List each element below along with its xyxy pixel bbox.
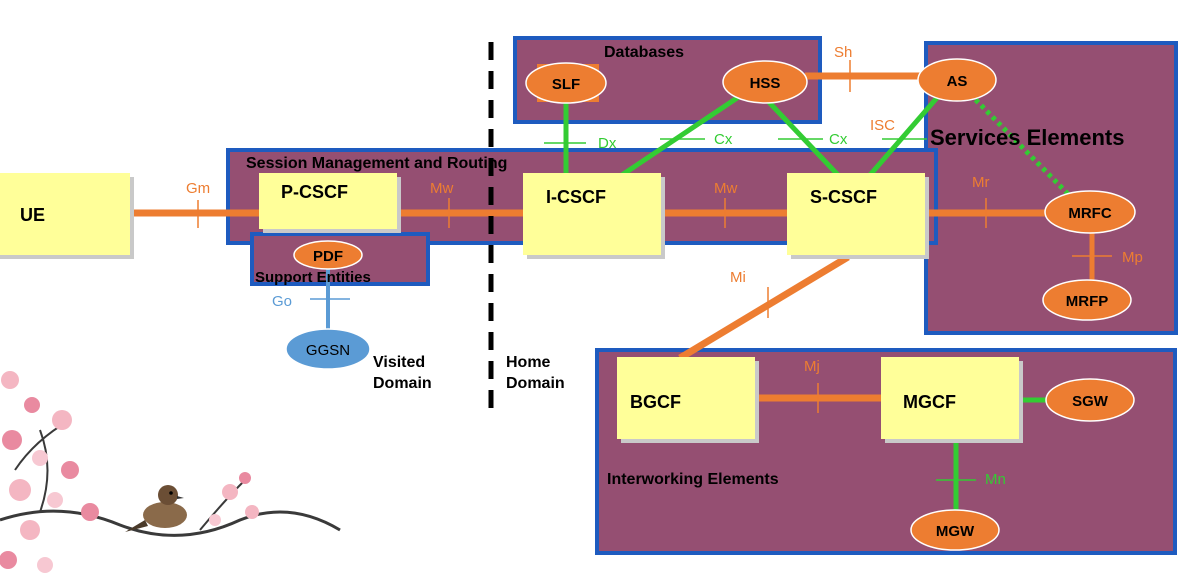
cx1-label: Cx [714, 131, 733, 148]
go-label: Go [272, 293, 292, 310]
as-node [917, 58, 997, 102]
pdf-label: PDF [313, 248, 343, 265]
ggsn-node [285, 328, 371, 370]
interworking-label: Interworking Elements [607, 471, 779, 488]
hss-label: HSS [750, 75, 781, 92]
link-hss-scscf [763, 96, 840, 177]
support-label: Support Entities [255, 269, 371, 286]
mgw-label: MGW [936, 523, 975, 540]
home-domain-line1: Home [506, 354, 551, 371]
databases-label: Databases [604, 44, 684, 61]
icscf-node [523, 173, 665, 259]
mw1-label: Mw [430, 180, 453, 197]
ue-label: UE [20, 205, 45, 225]
pcscf-label: P-CSCF [281, 182, 348, 202]
hss-node [722, 60, 808, 104]
pdf-node [293, 240, 363, 270]
mp-label: Mp [1122, 249, 1143, 266]
mw2-label: Mw [714, 180, 737, 197]
mrfp-node [1042, 279, 1132, 321]
visited-domain-line1: Visited [373, 354, 425, 371]
visited-domain-line2: Domain [373, 375, 432, 392]
link-scscf-bgcf [678, 254, 850, 361]
sh-label: Sh [834, 44, 852, 61]
mi-label: Mi [730, 269, 746, 286]
isc-label: ISC [870, 117, 895, 134]
pcscf-node [259, 173, 401, 233]
cx2-label: Cx [829, 131, 848, 148]
services-label: Services Elements [930, 125, 1124, 150]
sgw-node [1045, 378, 1135, 422]
link-as-scscf [868, 90, 944, 177]
slf-node [525, 62, 607, 104]
dx-label: Dx [598, 135, 617, 152]
scscf-label: S-CSCF [810, 187, 877, 207]
blossom-decoration [0, 371, 341, 573]
scscf-node [787, 173, 929, 259]
mrfc-node [1044, 190, 1136, 234]
mn-label: Mn [985, 471, 1006, 488]
bgcf-node [617, 357, 759, 443]
mgcf-label: MGCF [903, 392, 956, 412]
bird-icon [125, 485, 187, 532]
bgcf-label: BGCF [630, 392, 681, 412]
sgw-label: SGW [1072, 393, 1109, 410]
mr-label: Mr [972, 174, 990, 191]
mj-label: Mj [804, 358, 820, 375]
mrfp-label: MRFP [1066, 293, 1109, 310]
as-label: AS [947, 73, 968, 90]
home-domain-line2: Domain [506, 375, 565, 392]
ue-node [0, 173, 134, 259]
ggsn-label: GGSN [306, 342, 350, 359]
session-label: Session Management and Routing [246, 155, 507, 172]
icscf-label: I-CSCF [546, 187, 606, 207]
mgcf-node [881, 357, 1023, 443]
slf-label: SLF [552, 76, 580, 93]
mrfc-label: MRFC [1068, 205, 1111, 222]
gm-label: Gm [186, 180, 210, 197]
link-hss-icscf [620, 93, 742, 178]
mgw-node [910, 509, 1000, 551]
